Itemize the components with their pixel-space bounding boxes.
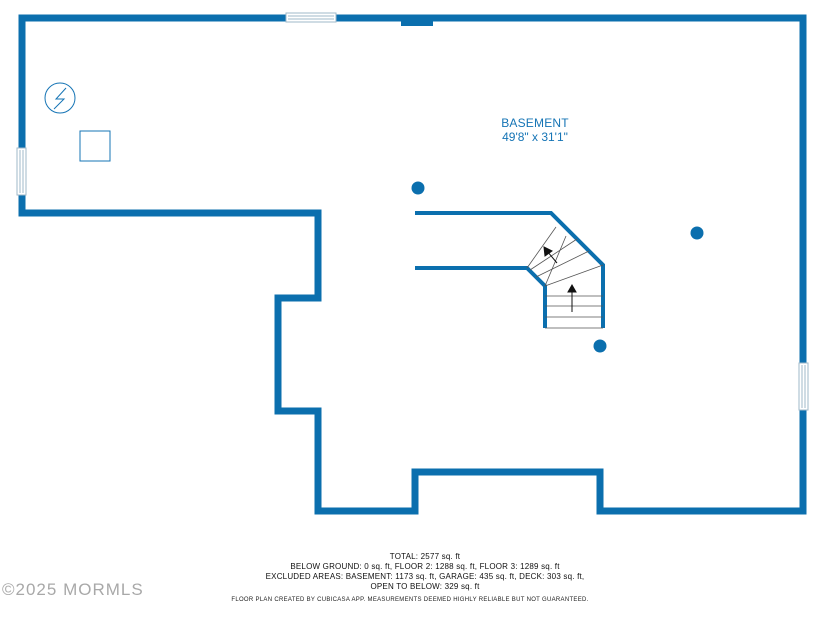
- window-left: [16, 147, 27, 196]
- stair-wall-lower: [415, 266, 547, 328]
- exterior-wall: [18, 14, 807, 515]
- window-top: [285, 12, 337, 23]
- summary-open-below: OPEN TO BELOW: 329 sq. ft: [370, 582, 480, 591]
- column-post-icon: [593, 339, 607, 353]
- summary-below-ground: BELOW GROUND: 0 sq. ft, FLOOR 2: 1288 sq…: [290, 562, 560, 571]
- wall-opening-top: [401, 18, 433, 26]
- column-post-icon: [690, 226, 704, 240]
- electric-panel-icon: [44, 82, 76, 114]
- room-dimensions: 49'8" x 31'1": [502, 130, 568, 144]
- stairs-up-arrow-icon: [543, 246, 577, 312]
- column-post-icon: [411, 181, 425, 195]
- summary-excluded: EXCLUDED AREAS: BASEMENT: 1173 sq. ft, G…: [265, 572, 585, 581]
- window-right: [798, 362, 809, 411]
- stair-wall-upper: [415, 211, 605, 328]
- summary-total: TOTAL: 2577 sq. ft: [389, 552, 461, 561]
- room-name: BASEMENT: [501, 116, 569, 130]
- utility-box: [79, 130, 111, 162]
- footnote: FLOOR PLAN CREATED BY CUBICASA APP. MEAS…: [231, 597, 589, 603]
- watermark: ©2025 MORMLS: [2, 580, 144, 599]
- stair-treads: [526, 226, 604, 329]
